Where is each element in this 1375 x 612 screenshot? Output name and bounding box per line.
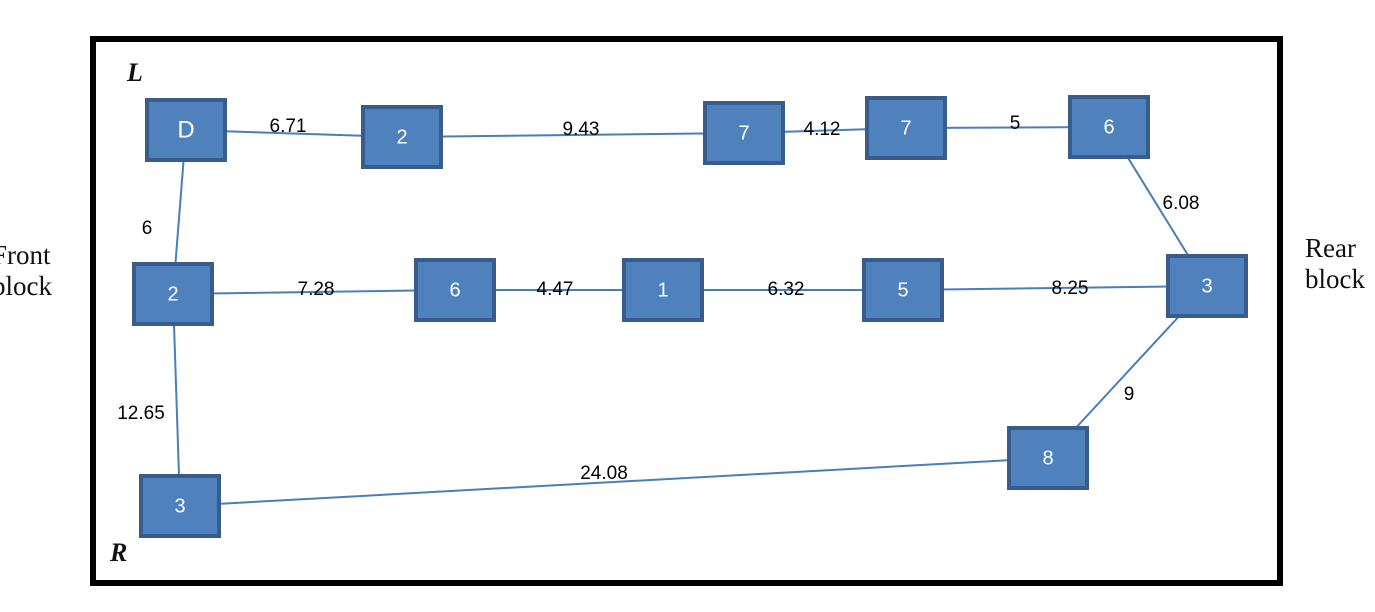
node-label: 3 xyxy=(174,495,185,517)
edge-weight-label: 8.25 xyxy=(1052,278,1089,299)
node-label: 6 xyxy=(1103,116,1114,138)
edge-weight-label: 7.28 xyxy=(298,279,335,300)
corner-label-r: R xyxy=(110,538,128,567)
node-n_bot8: 8 xyxy=(1007,426,1089,490)
node-label: 3 xyxy=(1201,275,1212,297)
node-box xyxy=(865,96,947,160)
corner-label-l: L xyxy=(127,58,143,87)
edge-weight-label: 6 xyxy=(142,218,153,239)
node-label: 6 xyxy=(449,279,460,301)
edge-weight-label: 24.08 xyxy=(580,463,628,484)
edge-n_mid2-n_mid6 xyxy=(172,289,456,295)
node-n_top6: 6 xyxy=(1068,95,1150,159)
edge-weight-label: 9 xyxy=(1124,384,1135,405)
node-box xyxy=(139,474,221,538)
node-label: 2 xyxy=(167,283,178,305)
node-label: D xyxy=(177,116,194,143)
node-n_bot3: 3 xyxy=(139,474,221,538)
edge-weight-label: 4.47 xyxy=(537,279,574,300)
node-n_mid6: 6 xyxy=(414,258,496,322)
node-box xyxy=(1166,254,1248,318)
edge-weight-label: 12.65 xyxy=(117,403,165,424)
node-n_top7a: 7 xyxy=(703,101,785,165)
node-n_mid1: 1 xyxy=(622,258,704,322)
edge-n_top2-n_top7a xyxy=(401,132,745,138)
edge-n_bot3-n_bot8 xyxy=(179,457,1049,507)
edge-weight-label: 5 xyxy=(1010,113,1021,134)
node-label: 8 xyxy=(1042,447,1053,469)
rear-block-label: Rear block xyxy=(1305,233,1365,294)
node-box xyxy=(132,262,214,326)
edge-weight-label: 9.43 xyxy=(563,119,600,140)
front-block-label: Front block xyxy=(0,240,52,301)
node-box xyxy=(361,105,443,169)
node-n_mid5: 5 xyxy=(862,258,944,322)
node-box xyxy=(622,258,704,322)
node-box xyxy=(862,258,944,322)
node-label: 2 xyxy=(396,126,407,148)
node-label: 1 xyxy=(657,279,668,301)
node-label: 5 xyxy=(897,279,908,301)
node-box xyxy=(145,98,227,162)
node-label: 7 xyxy=(738,122,749,144)
node-n_mid2: 2 xyxy=(132,262,214,326)
node-n_mid3: 3 xyxy=(1166,254,1248,318)
node-box xyxy=(1068,95,1150,159)
edge-weight-label: 6.32 xyxy=(768,279,805,300)
edge-weight-label: 6.08 xyxy=(1163,193,1200,214)
edge-weight-label: 4.12 xyxy=(804,119,841,140)
edge-n_mid2-n_bot3 xyxy=(172,293,181,507)
edge-weight-label: 6.71 xyxy=(270,116,307,137)
node-box xyxy=(414,258,496,322)
node-box xyxy=(703,101,785,165)
edge-n_mid5-n_mid3 xyxy=(902,285,1208,291)
node-n_top2: 2 xyxy=(361,105,443,169)
node-n_top7b: 7 xyxy=(865,96,947,160)
node-label: 7 xyxy=(900,117,911,139)
node-n_D: D xyxy=(145,98,227,162)
diagram-frame xyxy=(90,36,1283,586)
node-box xyxy=(1007,426,1089,490)
